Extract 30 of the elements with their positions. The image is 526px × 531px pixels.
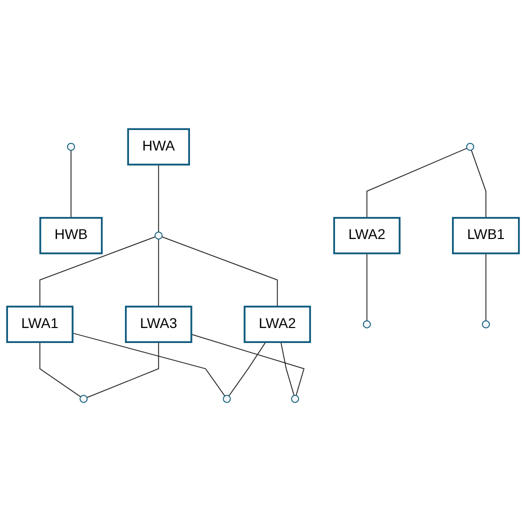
connector [190,334,304,396]
connector [39,341,82,398]
node-box: HWB [39,216,103,254]
node-box: LWA2 [333,216,401,254]
connector [280,341,295,396]
connector [470,149,486,218]
connector [72,332,226,396]
node-circle [291,394,300,403]
node-box: LWA3 [124,305,192,343]
node-circle [482,320,490,328]
connector [158,164,160,232]
connector [366,252,368,321]
connector [86,341,160,398]
connector [158,238,160,307]
node-circle [222,394,231,403]
node-circle [466,142,474,151]
node-box: LWA2 [244,305,311,343]
connector [366,148,468,218]
node-circle [362,320,371,328]
node-circle [80,394,88,403]
connector [39,236,156,307]
connector [485,252,486,321]
connector [161,236,278,307]
node-box: LWB1 [452,216,520,254]
connector [228,341,266,396]
node-box: HWA [127,128,190,166]
connector [70,150,72,218]
node-box: LWA1 [6,305,74,343]
node-circle [154,231,163,240]
node-circle [67,142,76,151]
